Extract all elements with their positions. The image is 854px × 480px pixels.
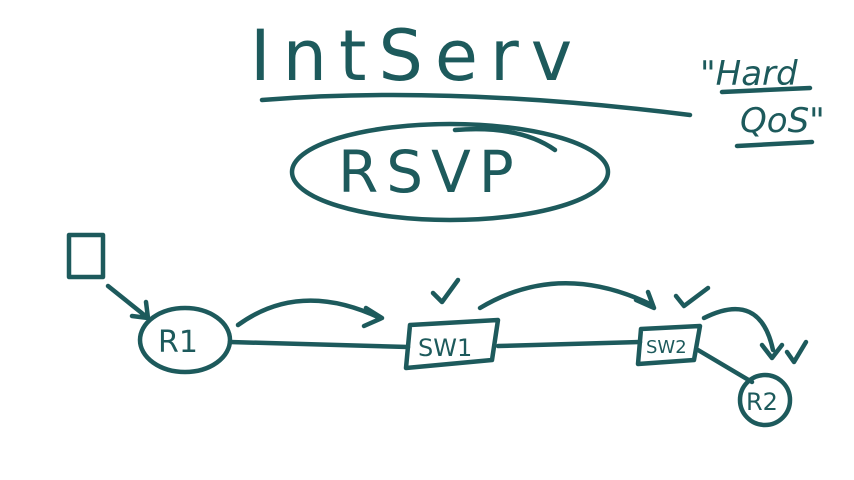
node-r1-label: R1 xyxy=(158,325,198,360)
host-box xyxy=(66,232,106,280)
node-sw2 xyxy=(635,323,703,367)
path-arrow-2 xyxy=(477,281,657,311)
note-qos: QoS" xyxy=(740,101,825,141)
node-r2 xyxy=(737,372,793,428)
path-arrow-3 xyxy=(701,307,785,361)
node-sw1 xyxy=(403,317,501,371)
node-r2-label: R2 xyxy=(746,388,778,416)
rsvp-label: RSVP xyxy=(338,138,522,206)
note-underline-2 xyxy=(734,139,815,149)
rsvp-ellipse xyxy=(289,121,611,223)
check-r2 xyxy=(784,339,809,365)
title-underline xyxy=(259,92,693,118)
host-to-r1-arrow xyxy=(105,283,151,321)
link-r1-sw1 xyxy=(227,339,411,350)
check-sw2 xyxy=(673,285,711,309)
path-arrow-1 xyxy=(235,298,385,329)
check-sw1 xyxy=(430,277,461,305)
link-sw2-r2 xyxy=(695,347,755,385)
rsvp-swoosh xyxy=(452,126,558,153)
title-intserv: IntServ xyxy=(250,15,584,97)
node-sw1-label: SW1 xyxy=(418,334,472,362)
note-underline-1 xyxy=(719,85,813,95)
node-sw2-label: SW2 xyxy=(646,337,687,358)
link-sw1-sw2 xyxy=(495,339,643,349)
